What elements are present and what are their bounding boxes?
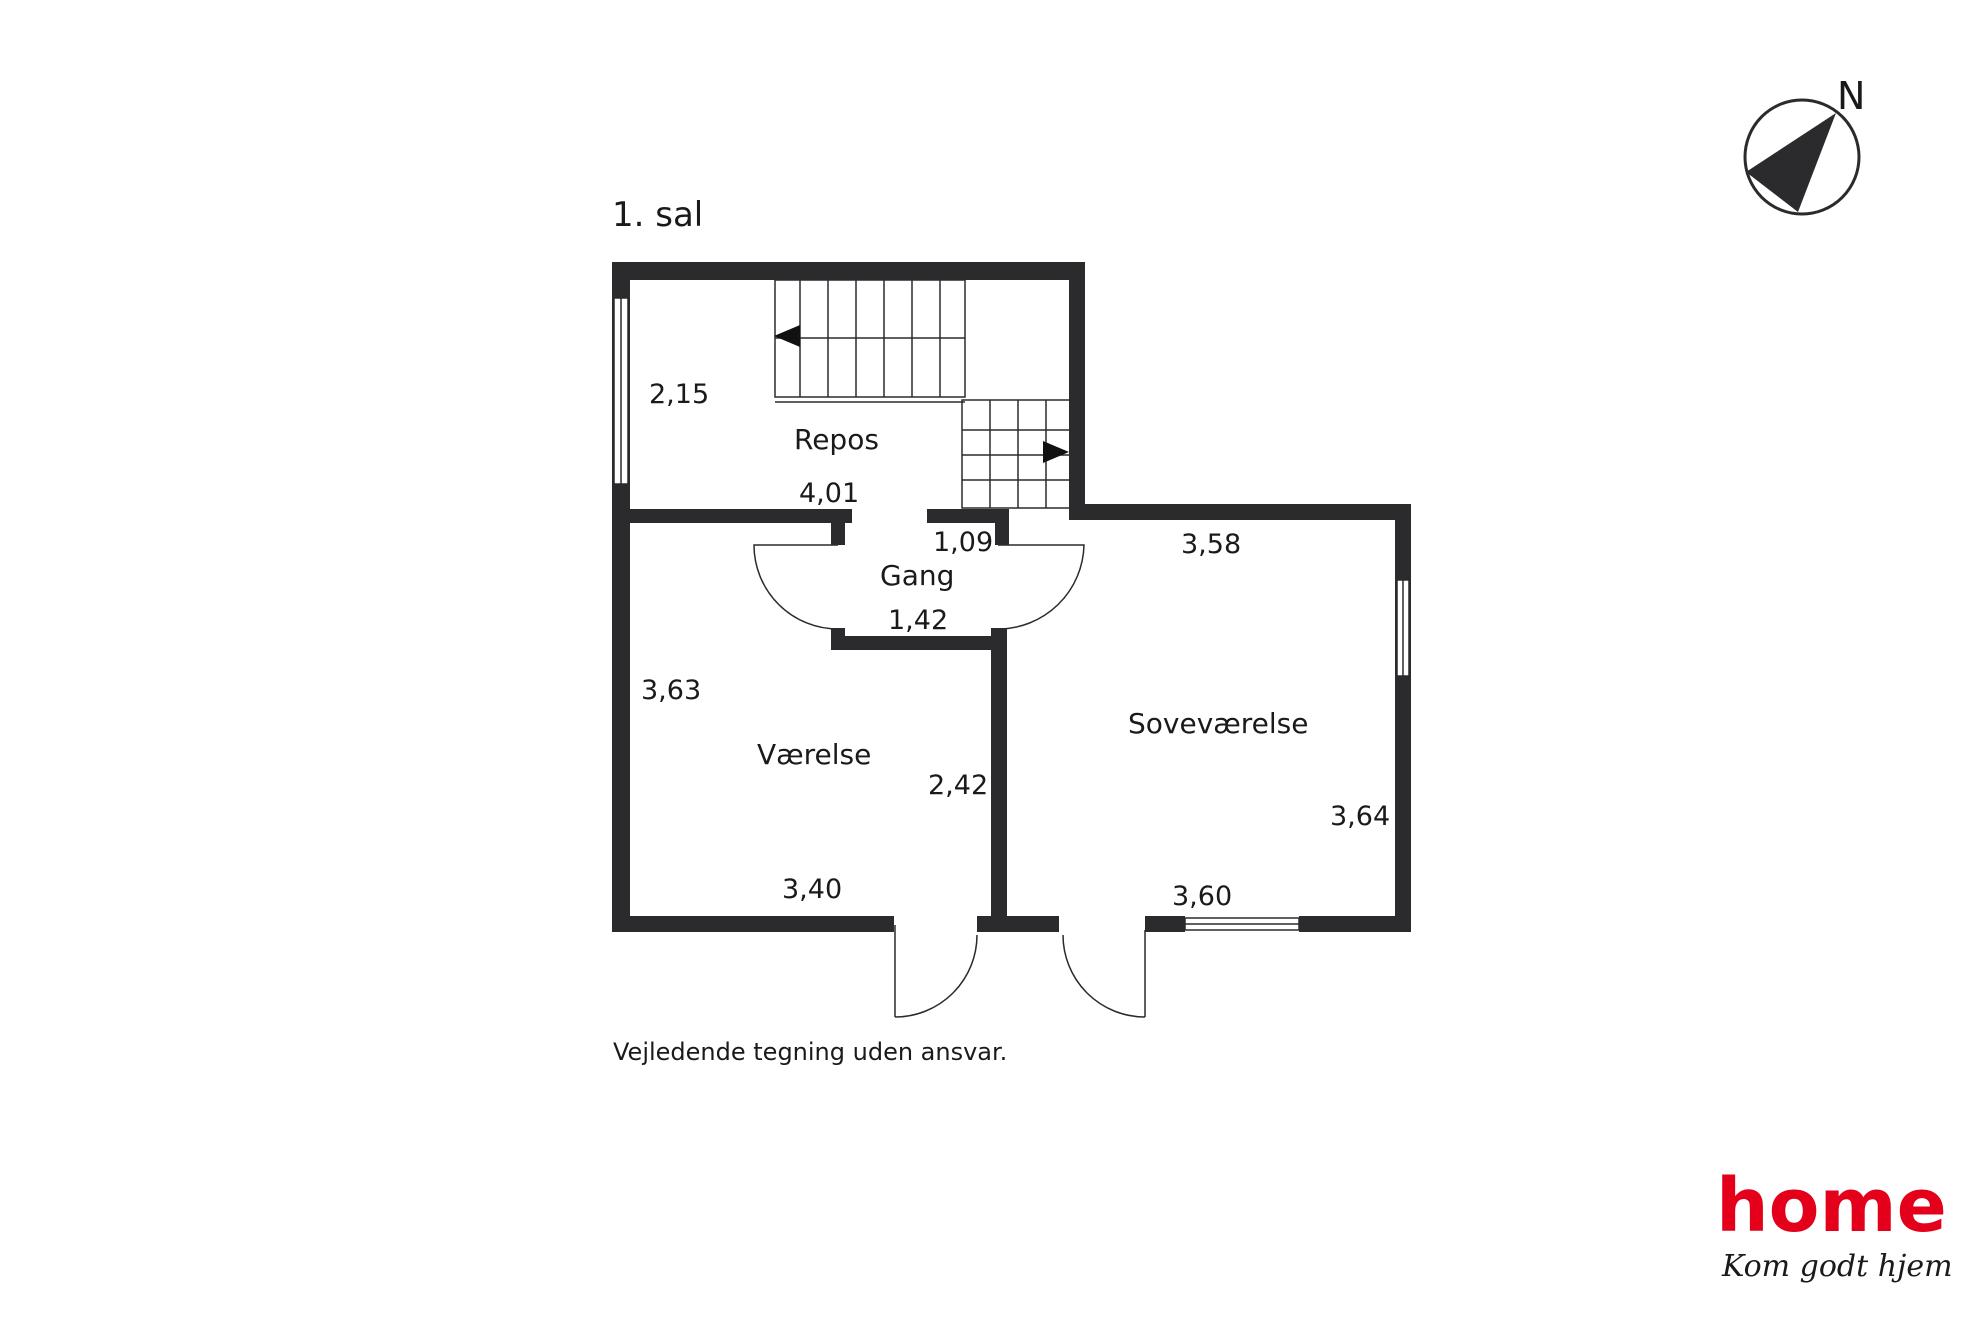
- dim-gang-width: 1,09: [933, 527, 993, 558]
- compass-icon: [1743, 98, 1861, 216]
- dim-sove-width-top: 3,58: [1181, 529, 1241, 560]
- brand-logo: home: [1716, 1163, 1947, 1249]
- dim-repos-width: 4,01: [799, 478, 859, 509]
- dim-vaerelse-height: 3,63: [641, 675, 701, 706]
- disclaimer: Vejledende tegning uden ansvar.: [613, 1038, 1007, 1066]
- room-label-gang: Gang: [880, 559, 954, 592]
- room-label-sovevaerelse: Soveværelse: [1128, 707, 1308, 740]
- dim-vaerelse-width: 3,40: [782, 874, 842, 905]
- stair-arrow-left-icon: [774, 325, 800, 347]
- brand-tagline: Kom godt hjem: [1721, 1249, 1953, 1284]
- dim-sove-height: 3,64: [1330, 801, 1390, 832]
- dim-repos-height: 2,15: [649, 379, 709, 410]
- staircase: [774, 279, 1071, 509]
- north-label: N: [1837, 74, 1865, 118]
- floor-label: 1. sal: [612, 195, 703, 235]
- room-label-repos: Repos: [794, 423, 879, 456]
- room-label-vaerelse: Værelse: [757, 738, 871, 771]
- windows: [613, 297, 1410, 931]
- dim-gang-depth: 1,42: [888, 605, 948, 636]
- dim-vaerelse-depth: 2,42: [928, 770, 988, 801]
- walls: [612, 262, 1411, 932]
- door-swings: [753, 544, 1146, 1018]
- dim-sove-width-bottom: 3,60: [1172, 881, 1232, 912]
- stair-arrow-right-icon: [1043, 441, 1069, 463]
